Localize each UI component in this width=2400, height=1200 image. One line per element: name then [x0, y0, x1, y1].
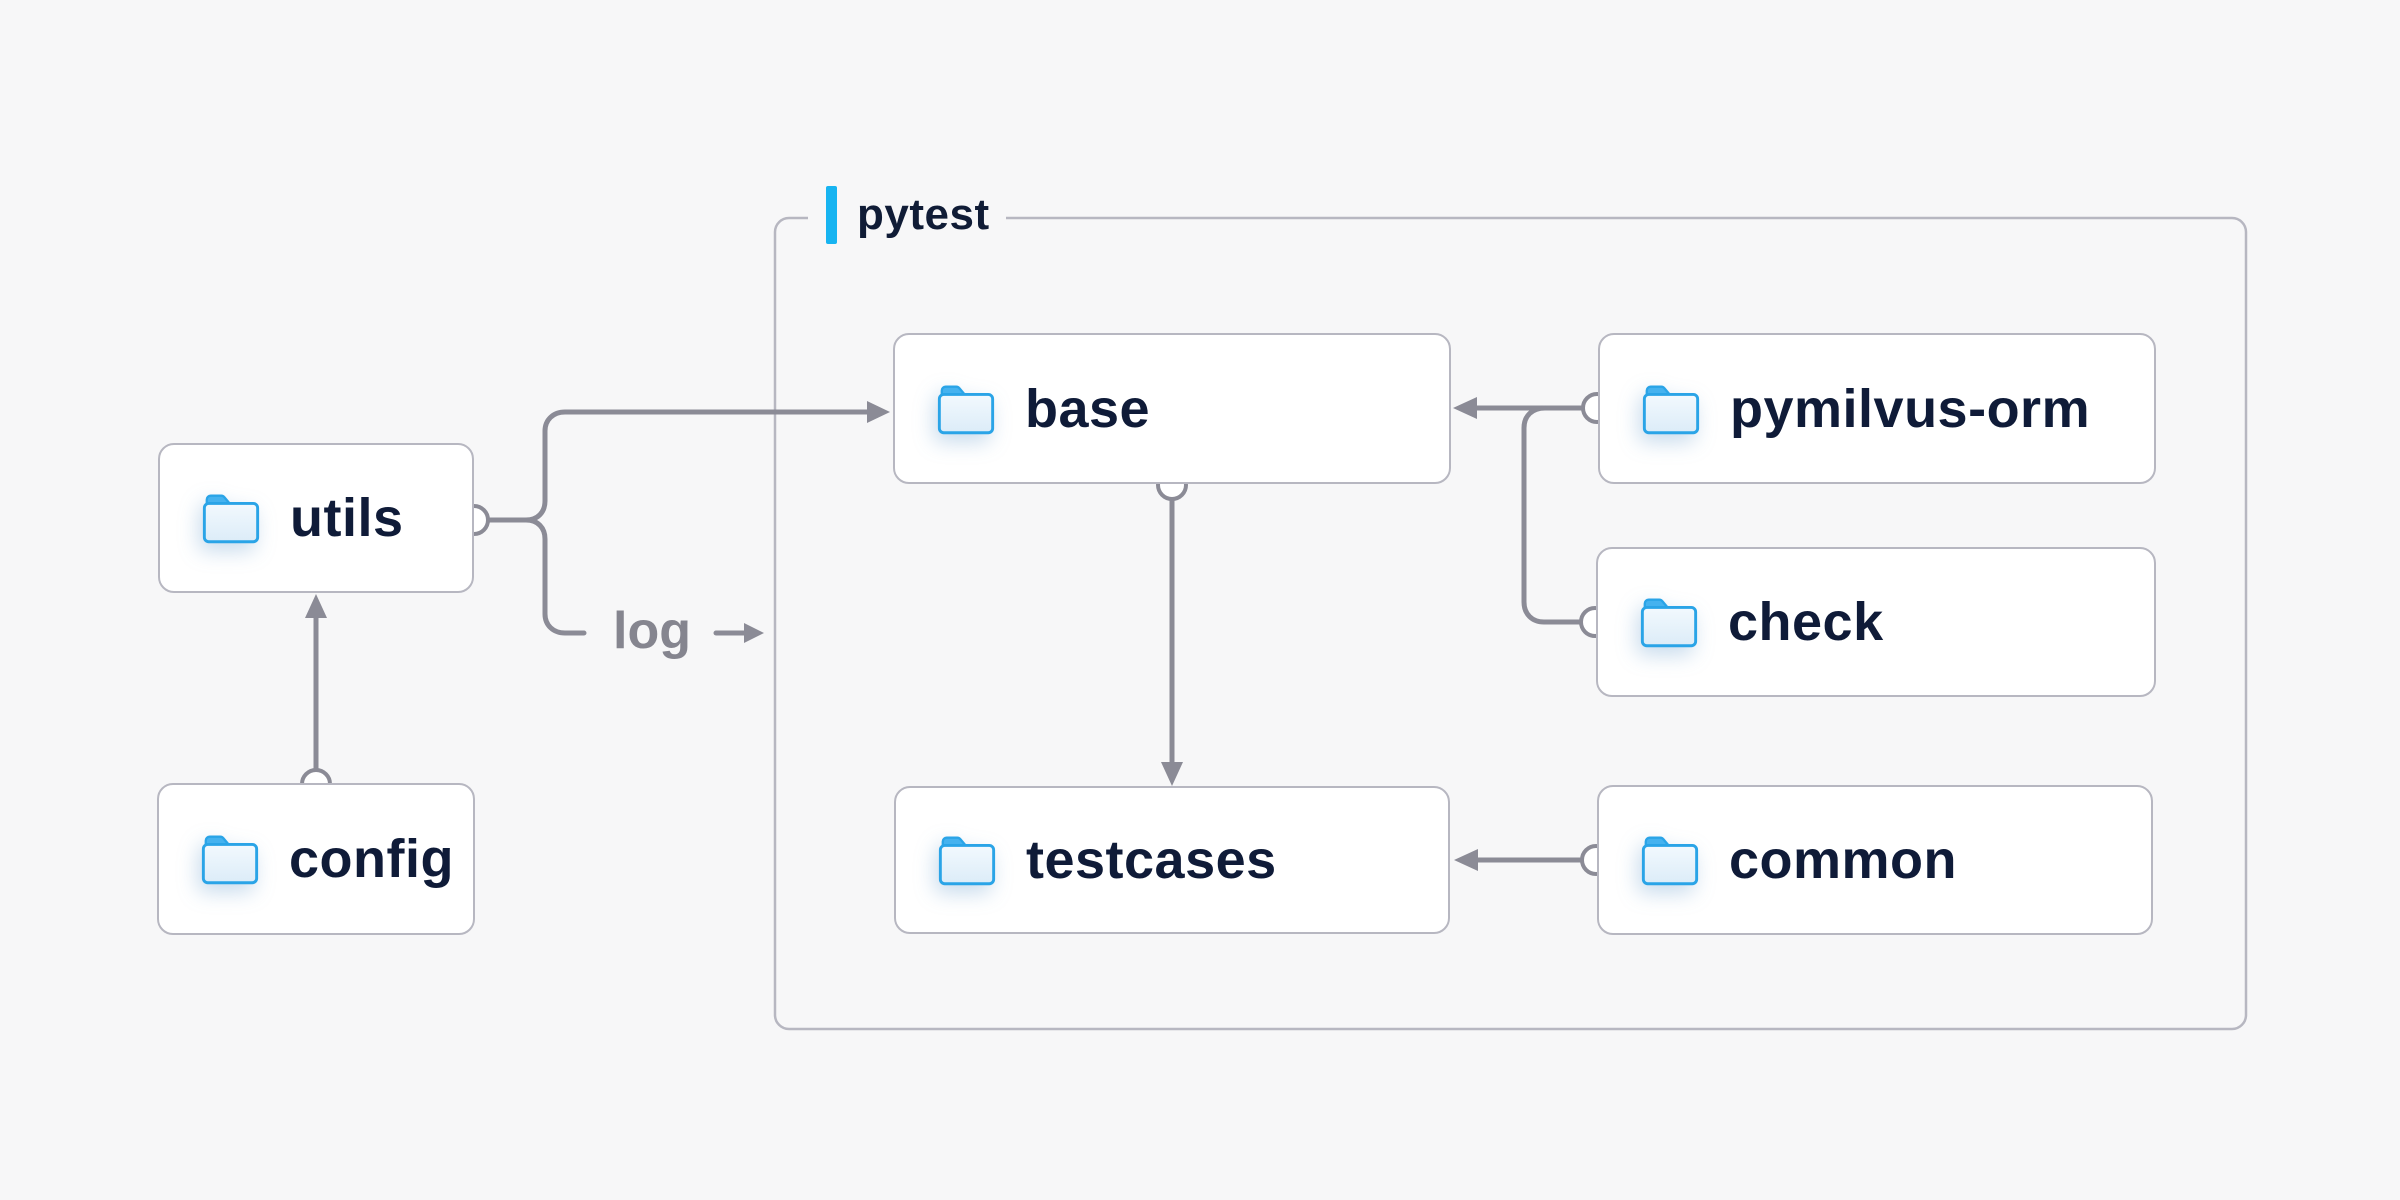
folder-icon	[937, 385, 995, 434]
edge-base-to-testcases	[1156, 469, 1188, 786]
node-utils: utils	[158, 443, 474, 593]
node-label: common	[1729, 830, 1958, 890]
arrowhead-into-testcases-right	[1454, 849, 1478, 871]
arrowhead-into-testcases-top	[1161, 762, 1183, 786]
node-label: base	[1025, 378, 1151, 439]
edge-config-to-utils	[300, 594, 332, 800]
node-base: base	[893, 333, 1451, 484]
node-label: config	[289, 829, 454, 889]
node-label: utils	[290, 488, 404, 548]
folder-icon	[1641, 836, 1699, 886]
edge-label-log: log	[613, 602, 691, 660]
folder-icon	[201, 835, 259, 885]
folder-icon	[938, 836, 996, 886]
node-label: pymilvus-orm	[1730, 378, 2091, 439]
edge-pymilvus-check-to-base	[1453, 392, 1613, 638]
folder-icon	[1642, 385, 1700, 434]
arrowhead-into-base-left	[867, 401, 890, 423]
pytest-group-title: pytest	[857, 190, 990, 239]
node-pymilvus-orm: pymilvus-orm	[1598, 333, 2156, 484]
node-common: common	[1597, 785, 2153, 935]
arrowhead-into-utils	[305, 594, 327, 618]
edge-common-to-testcases	[1454, 844, 1612, 876]
pytest-group-label: pytest	[808, 183, 1006, 247]
folder-icon	[1640, 598, 1698, 648]
accent-bar	[826, 186, 837, 244]
arrowhead-log-into-pytest	[744, 623, 764, 643]
node-label: testcases	[1026, 830, 1277, 890]
node-testcases: testcases	[894, 786, 1450, 934]
node-config: config	[157, 783, 475, 935]
node-check: check	[1596, 547, 2156, 697]
folder-icon	[202, 494, 260, 544]
pytest-group-container	[773, 216, 2248, 1031]
node-label: check	[1728, 592, 1884, 652]
arrowhead-into-base-right	[1453, 397, 1477, 419]
